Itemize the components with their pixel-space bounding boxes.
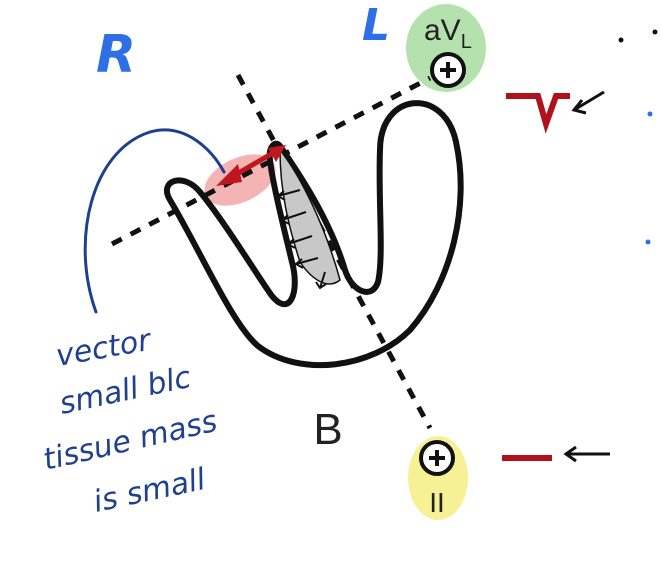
handwritten-r: R [96, 25, 136, 85]
handwritten-l: L [362, 0, 390, 51]
ii-axis-dashed [235, 73, 433, 430]
ii-ecg-flatline [502, 445, 610, 463]
avl-lead-label: aVL [424, 14, 472, 53]
ii-lead-label: II [429, 487, 445, 518]
avl-axis-dashed [110, 75, 432, 247]
ii-electrode [419, 440, 455, 476]
avl-ecg-deflection [506, 90, 605, 134]
heart-outline [164, 100, 464, 369]
margin-dots [618, 29, 658, 245]
handwritten-note: vector small blc tissue mass is small [40, 323, 221, 520]
avl-electrode [430, 52, 466, 88]
label-b: B [313, 405, 342, 454]
depolarization-arrows [276, 189, 327, 290]
note-line-4: is small [90, 462, 209, 520]
annotation-curve [83, 128, 226, 314]
note-line-1: vector [53, 323, 154, 374]
red-vector-arrow [216, 145, 286, 186]
